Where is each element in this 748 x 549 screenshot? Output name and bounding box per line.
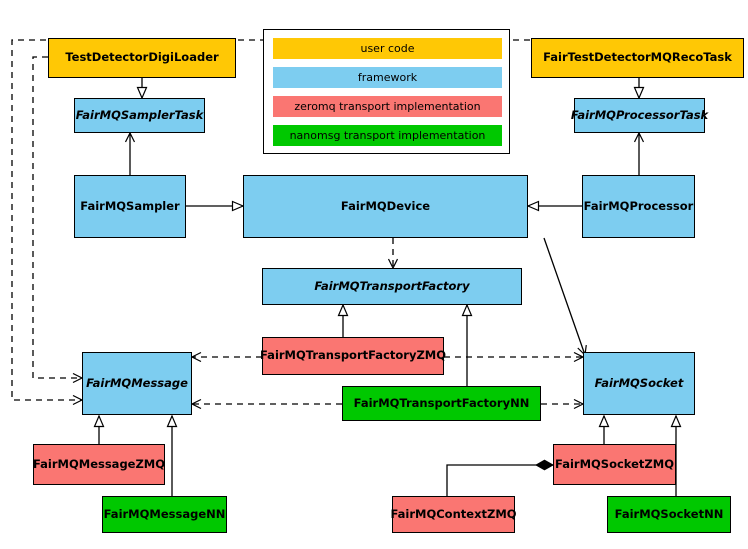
class-node-testdetectordigiloader[interactable]: TestDetectorDigiLoader <box>48 38 236 78</box>
class-node-fairmqtransportfactorynn[interactable]: FairMQTransportFactoryNN <box>342 386 541 421</box>
legend-label-zeromq: zeromq transport implementation <box>294 100 481 113</box>
class-node-fairmqprocessortask[interactable]: FairMQProcessorTask <box>571 98 708 133</box>
class-node-fairmqsocketzmq[interactable]: FairMQSocketZMQ <box>553 444 676 485</box>
class-node-fairmqmessagezmq[interactable]: FairMQMessageZMQ <box>33 444 165 485</box>
class-node-fairmqdevice[interactable]: FairMQDevice <box>243 175 528 238</box>
legend-label-nanomsg: nanomsg transport implementation <box>289 129 486 142</box>
legend-label-user-code: user code <box>360 42 415 55</box>
class-node-fairmqsocket[interactable]: FairMQSocket <box>583 352 695 415</box>
class-node-fairmqprocessor[interactable]: FairMQProcessor <box>582 175 695 238</box>
legend-label-framework: framework <box>357 71 418 84</box>
class-node-fairmqtransportfactoryzmq[interactable]: FairMQTransportFactoryZMQ <box>260 337 446 375</box>
class-node-fairmqcontextzmq[interactable]: FairMQContextZMQ <box>390 496 517 533</box>
class-node-fairmqtransportfactory[interactable]: FairMQTransportFactory <box>262 268 522 305</box>
class-node-fairmqmessagenn[interactable]: FairMQMessageNN <box>102 496 227 533</box>
legend-item-framework: framework <box>273 67 502 88</box>
class-node-fairtestdetectormqrecotask[interactable]: FairTestDetectorMQRecoTask <box>531 38 744 78</box>
class-node-fairmqsocketnn[interactable]: FairMQSocketNN <box>607 496 731 533</box>
legend-item-user-code: user code <box>273 38 502 59</box>
legend-item-nanomsg: nanomsg transport implementation <box>273 125 502 146</box>
legend-item-zeromq: zeromq transport implementation <box>273 96 502 117</box>
class-node-fairmqsampler[interactable]: FairMQSampler <box>74 175 186 238</box>
class-node-fairmqmessage[interactable]: FairMQMessage <box>82 352 192 415</box>
legend-panel: user code framework zeromq transport imp… <box>263 29 510 154</box>
class-node-fairmqsamplertask[interactable]: FairMQSamplerTask <box>74 98 205 133</box>
